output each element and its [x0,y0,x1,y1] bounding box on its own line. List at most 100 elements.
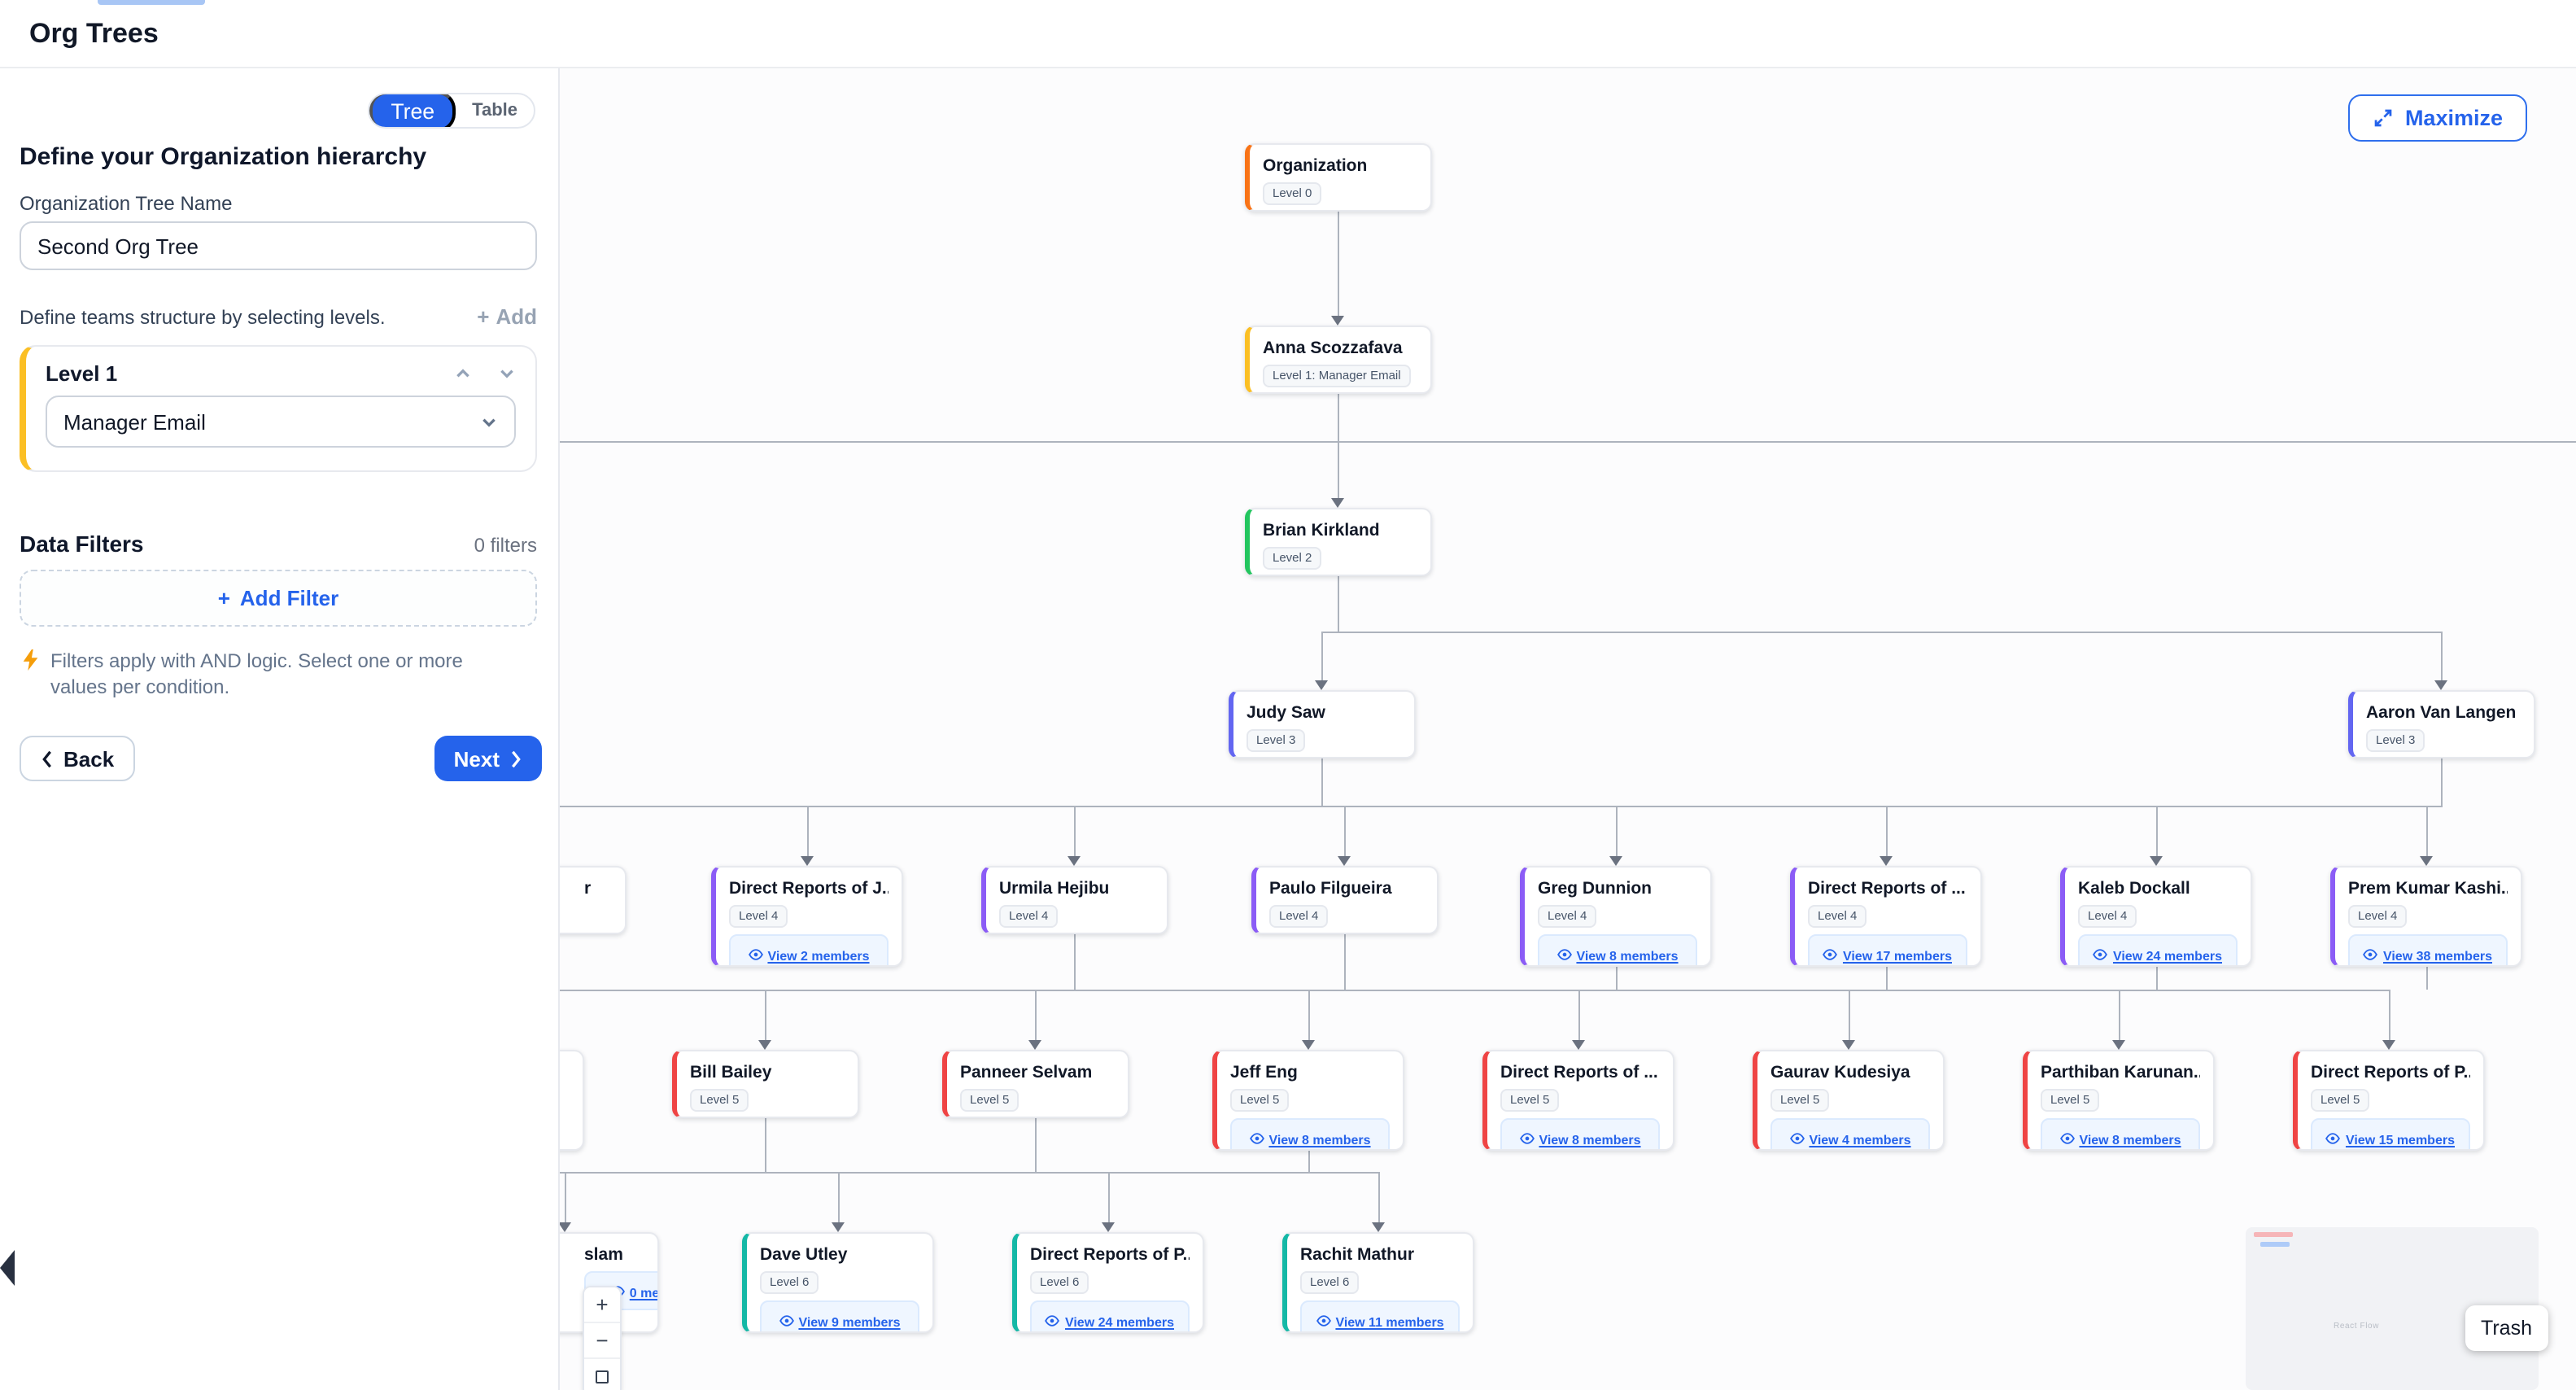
zoom-out-button[interactable]: − [584,1323,620,1359]
view-members-link[interactable]: View 8 members [2041,1118,2200,1149]
org-node-r[interactable]: r [560,866,627,934]
org-node-clipped[interactable] [560,1050,584,1151]
attribution-text: React Flow [2334,1322,2380,1331]
connector-arrow-icon [1102,1222,1115,1232]
view-members-link[interactable]: View 4 members [1770,1118,1930,1149]
level-badge: Level 5 [2041,1088,2100,1111]
connector-arrow-icon [2434,680,2447,690]
view-members-link[interactable]: View 24 members [1030,1300,1190,1331]
level-reorder-controls [454,365,516,382]
toggle-tree-button[interactable]: Tree [369,94,456,127]
connector-arrow-icon [1315,680,1328,690]
filters-note-text: Filters apply with AND logic. Select one… [50,649,463,699]
view-members-link[interactable]: View 24 members [2078,934,2238,965]
view-members-link[interactable]: View 11 members [1300,1300,1460,1331]
connector-line [1886,806,1888,856]
level-badge: Level 5 [960,1088,1019,1111]
page-header: Org Trees [0,0,2576,68]
members-count-text: View 8 members [1539,1133,1641,1147]
connector-arrow-icon [1338,856,1351,866]
view-members-link[interactable]: View 9 members [760,1300,919,1331]
view-members-link[interactable]: View 8 members [1538,934,1697,965]
connector-line [560,806,2443,807]
level-badge: Level 6 [1030,1270,1089,1293]
node-name: Prem Kumar Kashi... [2348,879,2508,898]
sidebar-collapse-handle[interactable] [0,1250,15,1286]
view-members-link[interactable]: View 8 members [1230,1118,1390,1149]
level-badge: Level 1: Manager Email [1263,364,1411,387]
view-members-link[interactable]: View 15 members [2311,1118,2470,1149]
connector-arrow-icon [832,1222,845,1232]
fit-view-button[interactable] [584,1359,620,1390]
level-badge: Level 4 [729,904,788,927]
next-button[interactable]: Next [434,736,542,781]
tree-name-input[interactable] [20,221,537,270]
expand-icon [2374,109,2392,127]
view-members-link[interactable]: View 38 members [2348,934,2508,965]
view-members-link[interactable]: View 2 members [729,934,889,965]
connector-line [2426,806,2428,856]
clipped-breadcrumb [98,0,205,5]
level-badge: Level 2 [1263,546,1322,569]
add-filter-button[interactable]: + Add Filter [20,570,537,627]
back-button[interactable]: Back [20,736,136,781]
org-node-parthiban-karunan[interactable]: Parthiban Karunan... Level 5 View 8 member… [2023,1050,2215,1151]
connector-arrow-icon [1880,856,1893,866]
view-members-link[interactable]: View 17 members [1808,934,1967,965]
chevron-down-icon[interactable] [498,365,516,382]
members-count-text: View 2 members [767,949,870,964]
connector-line [838,1172,840,1222]
maximize-button[interactable]: Maximize [2347,94,2527,142]
eye-icon [2364,949,2378,960]
add-level-button[interactable]: + Add [477,304,537,329]
view-mode-toggle: Tree Table [368,93,535,129]
zoom-in-button[interactable]: + [584,1287,620,1323]
level-field-select[interactable]: Manager Email [46,396,516,448]
levels-hint-row: Define teams structure by selecting leve… [20,304,537,329]
trash-button[interactable]: Trash [2465,1305,2548,1351]
eye-icon [2326,1133,2341,1144]
connector-line [2441,632,2443,680]
level-badge: Level 4 [2348,904,2408,927]
node-name: Organization [1263,156,1368,176]
eye-icon [1519,1133,1535,1144]
eye-icon [1823,949,1838,960]
connector-arrow-icon [1068,856,1081,866]
node-name: Aaron Van Langen [2366,703,2517,723]
node-name: Parthiban Karunan... [2041,1063,2200,1082]
chevron-up-icon[interactable] [454,365,472,382]
members-count-text: View 24 members [1064,1315,1174,1330]
view-members-link[interactable]: View 8 members [1500,1118,1660,1149]
org-node-prem-kumar-kashi[interactable]: Prem Kumar Kashi... Level 4 View 38 member… [2330,866,2522,967]
connector-line [807,806,809,856]
node-name: Greg Dunnion [1538,879,1652,898]
members-count-text: View 11 members [1335,1315,1444,1330]
toggle-table-button[interactable]: Table [456,96,534,125]
node-name: Dave Utley [760,1245,848,1265]
filters-count: 0 filters [474,534,537,557]
members-count-text: View 4 members [1809,1133,1911,1147]
wizard-buttons: Back Next [20,736,542,781]
connector-arrow-icon [2150,856,2163,866]
